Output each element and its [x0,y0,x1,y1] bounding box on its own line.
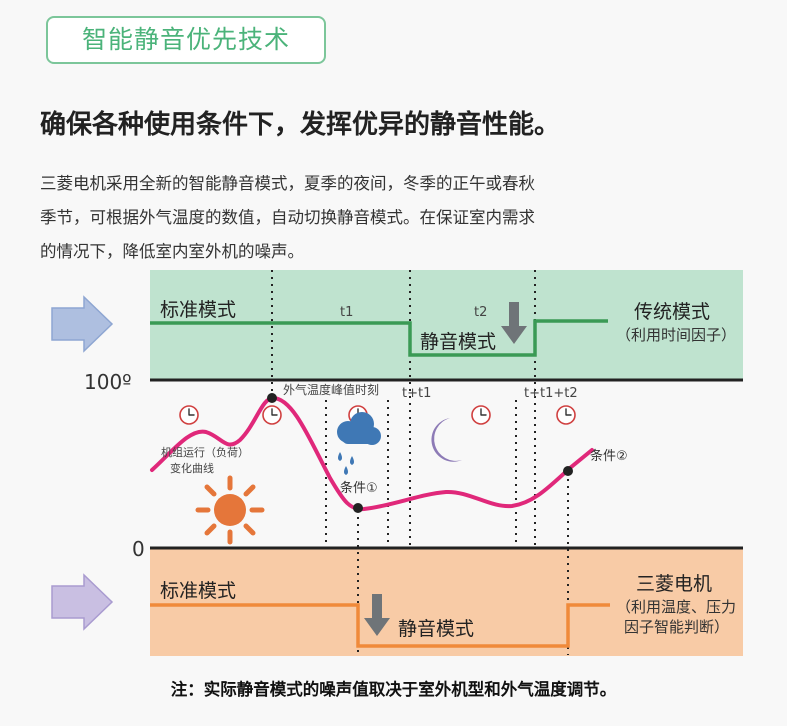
rain-cloud-icon [337,412,381,475]
top-down-arrow-icon [501,302,527,344]
mitsubishi-mode-title: 三菱电机 [636,573,712,595]
t-plus-t1-t2-label: t+t1+t2 [524,386,578,401]
section-badge: 智能静音优先技术 [46,16,326,64]
t1-label: t1 [340,305,353,320]
paragraph-line-3: 的情况下，降低室内室外机的噪声。 [40,242,304,261]
curve-label-line1: 机组运行（负荷） [161,445,249,459]
axis-100-label: 100º [84,370,132,394]
traditional-mode-sub: （利用时间因子） [616,326,736,344]
curve-label-line2: 变化曲线 [170,461,214,475]
peak-time-label: 外气温度峰值时刻 [283,382,379,397]
traditional-mode-title: 传统模式 [634,301,710,323]
load-curve [150,395,594,512]
peak-point [267,393,277,403]
headline: 确保各种使用条件下，发挥优异的静音性能。 [40,110,561,140]
mitsubishi-mode-sub1: （利用温度、压力 [616,598,736,616]
top-arrow-icon [51,295,114,353]
top-mode-step-line [150,319,608,357]
bottom-mode-band [150,548,743,656]
clock-hands [188,408,572,416]
condition2-label: 条件② [590,448,628,464]
t2-label: t2 [474,305,487,320]
condition2-point [563,466,573,476]
bottom-down-arrow-icon [364,594,390,636]
bottom-mode-step-line [150,603,610,648]
top-mode-band [150,270,743,380]
bottom-arrow-icon [51,573,114,631]
paragraph-line-1: 三菱电机采用全新的智能静音模式，夏季的夜间，冬季的正午或春秋 [40,174,535,193]
mitsubishi-mode-sub2: 因子智能判断） [624,618,729,636]
condition1-point [353,503,363,513]
paragraph-line-2: 季节，可根据外气温度的数值，自动切换静音模式。在保证室内需求 [40,208,535,227]
top-quiet-label: 静音模式 [420,331,496,353]
top-standard-label: 标准模式 [160,299,236,321]
condition1-label: 条件① [340,480,378,496]
moon-icon [431,418,462,462]
sun-icon [195,475,265,545]
axis-0-label: 0 [132,537,145,561]
footnote: 注：实际静音模式的噪声值取决于室外机型和外气温度调节。 [170,680,617,699]
bottom-standard-label: 标准模式 [160,580,236,602]
t-plus-t1-label: t+t1 [402,386,431,401]
bottom-quiet-label: 静音模式 [398,618,474,640]
